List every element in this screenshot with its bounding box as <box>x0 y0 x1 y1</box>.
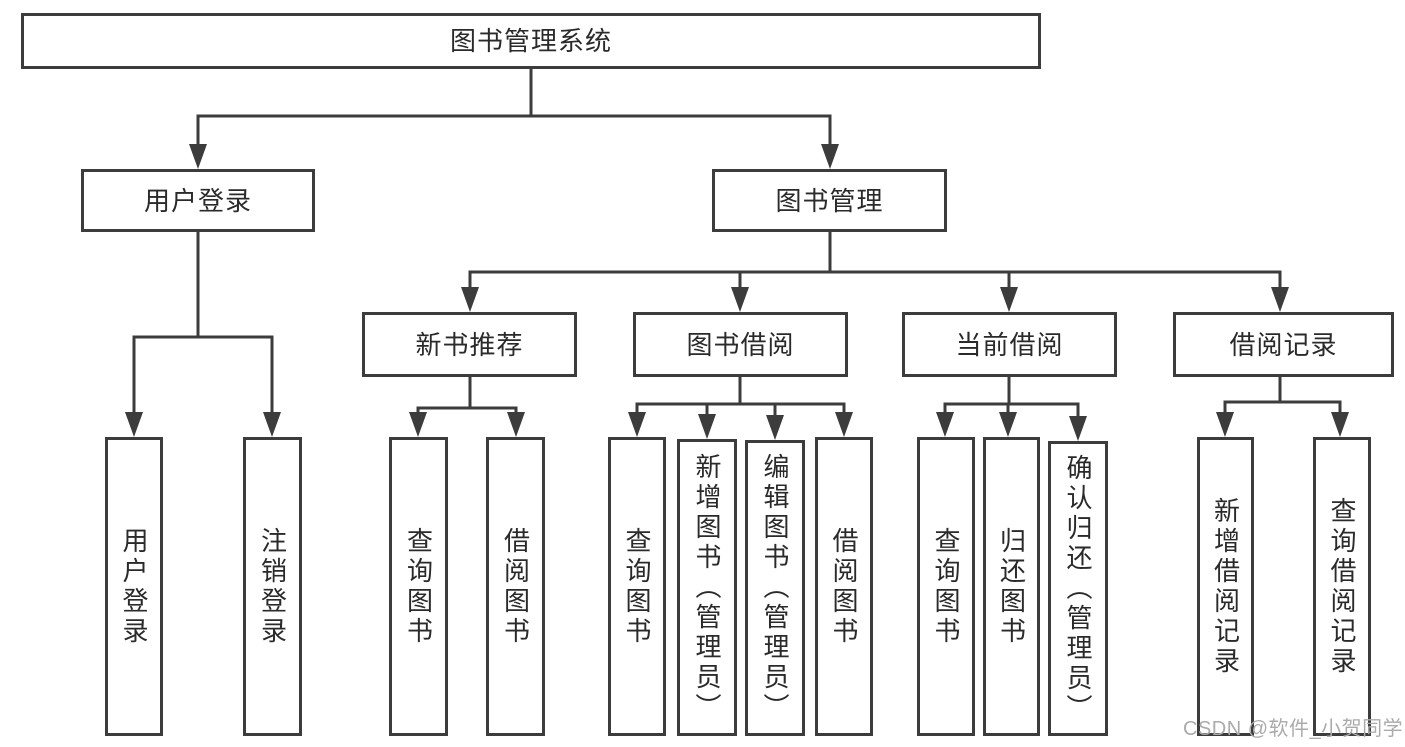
arrow-down-icon <box>698 414 716 439</box>
node-book-management: 图书管理 <box>712 169 947 232</box>
node-leaf-add-borrow-record: 新增借阅记录 <box>1197 437 1254 736</box>
node-borrow-records: 借阅记录 <box>1173 312 1394 377</box>
connector-newbooks-to-leaves <box>416 377 518 414</box>
arrow-down-icon <box>835 412 853 437</box>
arrow-down-icon <box>507 412 525 437</box>
node-leaf-borrow-books: 借阅图书 <box>815 437 873 736</box>
arrow-down-icon <box>409 412 427 437</box>
arrow-down-icon <box>1271 287 1289 312</box>
connector-userlogin-to-leaves <box>132 232 274 414</box>
node-current-borrow: 当前借阅 <box>902 312 1117 377</box>
arrow-down-icon <box>189 144 207 169</box>
arrow-down-icon <box>1069 416 1087 441</box>
node-leaf-return-books: 归还图书 <box>983 437 1040 736</box>
node-leaf-query-borrow-record: 查询借阅记录 <box>1313 437 1371 736</box>
connector-bookborrow-to-leaves <box>635 377 846 418</box>
connector-paths <box>132 69 1342 418</box>
connector-bookmgmt-to-level3 <box>468 232 1282 290</box>
node-root-system: 图书管理系统 <box>21 13 1041 69</box>
node-leaf-add-books-admin: 新增图书（管理员） <box>677 439 737 736</box>
node-user-login: 用户登录 <box>81 169 315 232</box>
node-leaf-query-books: 查询图书 <box>917 437 975 736</box>
arrow-down-icon <box>461 287 479 312</box>
arrow-down-icon <box>125 412 143 437</box>
arrow-down-icon <box>936 412 954 437</box>
node-leaf-edit-books-admin: 编辑图书（管理员） <box>745 440 805 736</box>
arrow-down-icon <box>999 412 1017 437</box>
node-leaf-query-books: 查询图书 <box>389 437 448 736</box>
node-new-book-recommend: 新书推荐 <box>362 312 577 377</box>
node-leaf-borrow-books: 借阅图书 <box>486 437 545 736</box>
node-leaf-confirm-return-admin: 确认归还（管理员） <box>1048 441 1108 736</box>
arrow-down-icon <box>766 415 784 440</box>
node-book-borrow: 图书借阅 <box>633 312 848 377</box>
csdn-watermark: CSDN @软件_小贺同学 <box>1183 718 1404 740</box>
node-leaf-query-books: 查询图书 <box>608 437 666 736</box>
arrow-down-icon <box>1216 412 1234 437</box>
arrowheads <box>125 144 1349 441</box>
node-leaf-user-login: 用户登录 <box>105 437 163 736</box>
arrow-down-icon <box>821 144 839 169</box>
arrow-down-icon <box>731 287 749 312</box>
arrow-down-icon <box>1000 287 1018 312</box>
node-leaf-logout: 注销登录 <box>243 437 302 736</box>
arrow-down-icon <box>1331 412 1349 437</box>
connector-root-to-level2 <box>196 69 832 146</box>
arrow-down-icon <box>628 412 646 437</box>
connector-currentborrow-to-leaves <box>943 377 1080 418</box>
arrow-down-icon <box>263 412 281 437</box>
connector-borrowrecords-to-leaves <box>1223 377 1342 414</box>
